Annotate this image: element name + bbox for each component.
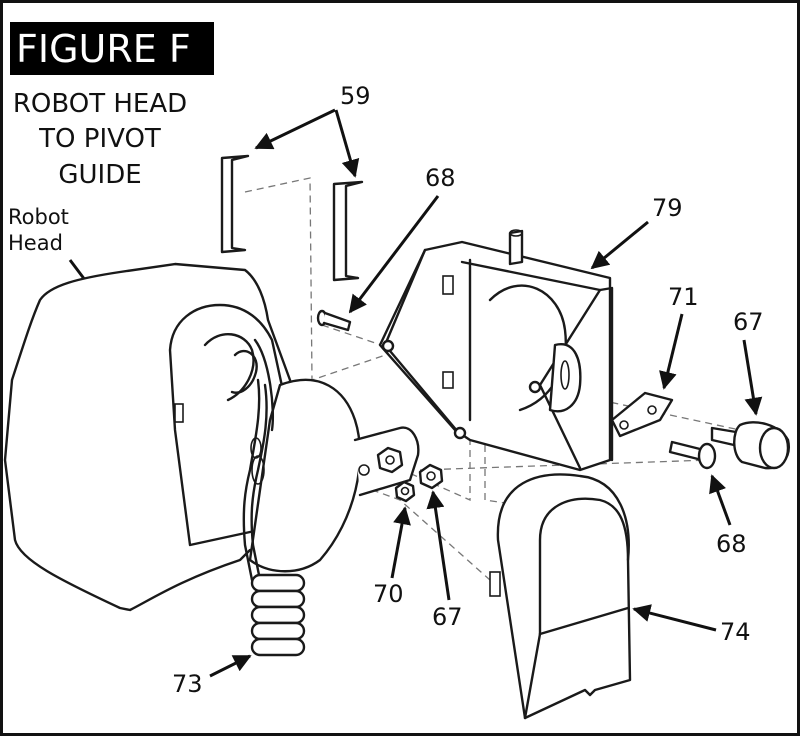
part-73-coil xyxy=(250,573,306,657)
figure-badge: FIGURE F xyxy=(10,22,214,75)
part-70-nut xyxy=(394,480,416,503)
figure-badge-text: FIGURE F xyxy=(16,27,191,71)
arrow-71 xyxy=(659,313,684,390)
figure-title: ROBOT HEAD TO PIVOT GUIDE xyxy=(13,89,187,190)
part-79-pivot-guide xyxy=(378,229,614,472)
robot-head xyxy=(3,262,362,612)
part-67-knob xyxy=(710,421,790,470)
arrow-67-right xyxy=(742,339,763,416)
robot-head-label-1: Robot xyxy=(8,205,69,229)
arrow-68-right xyxy=(709,474,732,526)
part-68-screw-right xyxy=(668,440,717,470)
label-59: 59 xyxy=(340,82,371,110)
arrow-73 xyxy=(209,654,252,678)
arrow-67-bottom xyxy=(426,490,451,601)
arrow-74 xyxy=(632,604,717,632)
label-70: 70 xyxy=(373,580,404,608)
arrow-79 xyxy=(590,220,649,270)
title-line-3: GUIDE xyxy=(58,160,141,190)
part-71-plate xyxy=(610,391,674,438)
title-line-2: TO PIVOT xyxy=(38,124,161,154)
part-67-nut xyxy=(418,463,444,490)
label-67-right: 67 xyxy=(733,308,764,336)
label-74: 74 xyxy=(720,618,751,646)
label-67-bottom: 67 xyxy=(432,603,463,631)
label-73: 73 xyxy=(172,670,203,698)
part-59-clips xyxy=(220,154,364,282)
robot-head-label-2: Head xyxy=(8,231,63,255)
arrow-68-top xyxy=(348,195,440,314)
arrow-70 xyxy=(390,506,411,579)
title-line-1: ROBOT HEAD xyxy=(13,89,187,119)
figure-badge-bg xyxy=(10,22,214,75)
label-68-top: 68 xyxy=(425,164,456,192)
part-68-screw-top xyxy=(316,309,352,332)
part-74-cover xyxy=(489,473,632,720)
label-79: 79 xyxy=(652,194,683,222)
label-68-right: 68 xyxy=(716,530,747,558)
label-71: 71 xyxy=(668,283,699,311)
pivot-bracket xyxy=(353,426,420,497)
arrow-59-left xyxy=(254,108,336,150)
arrow-59-right xyxy=(334,109,360,178)
